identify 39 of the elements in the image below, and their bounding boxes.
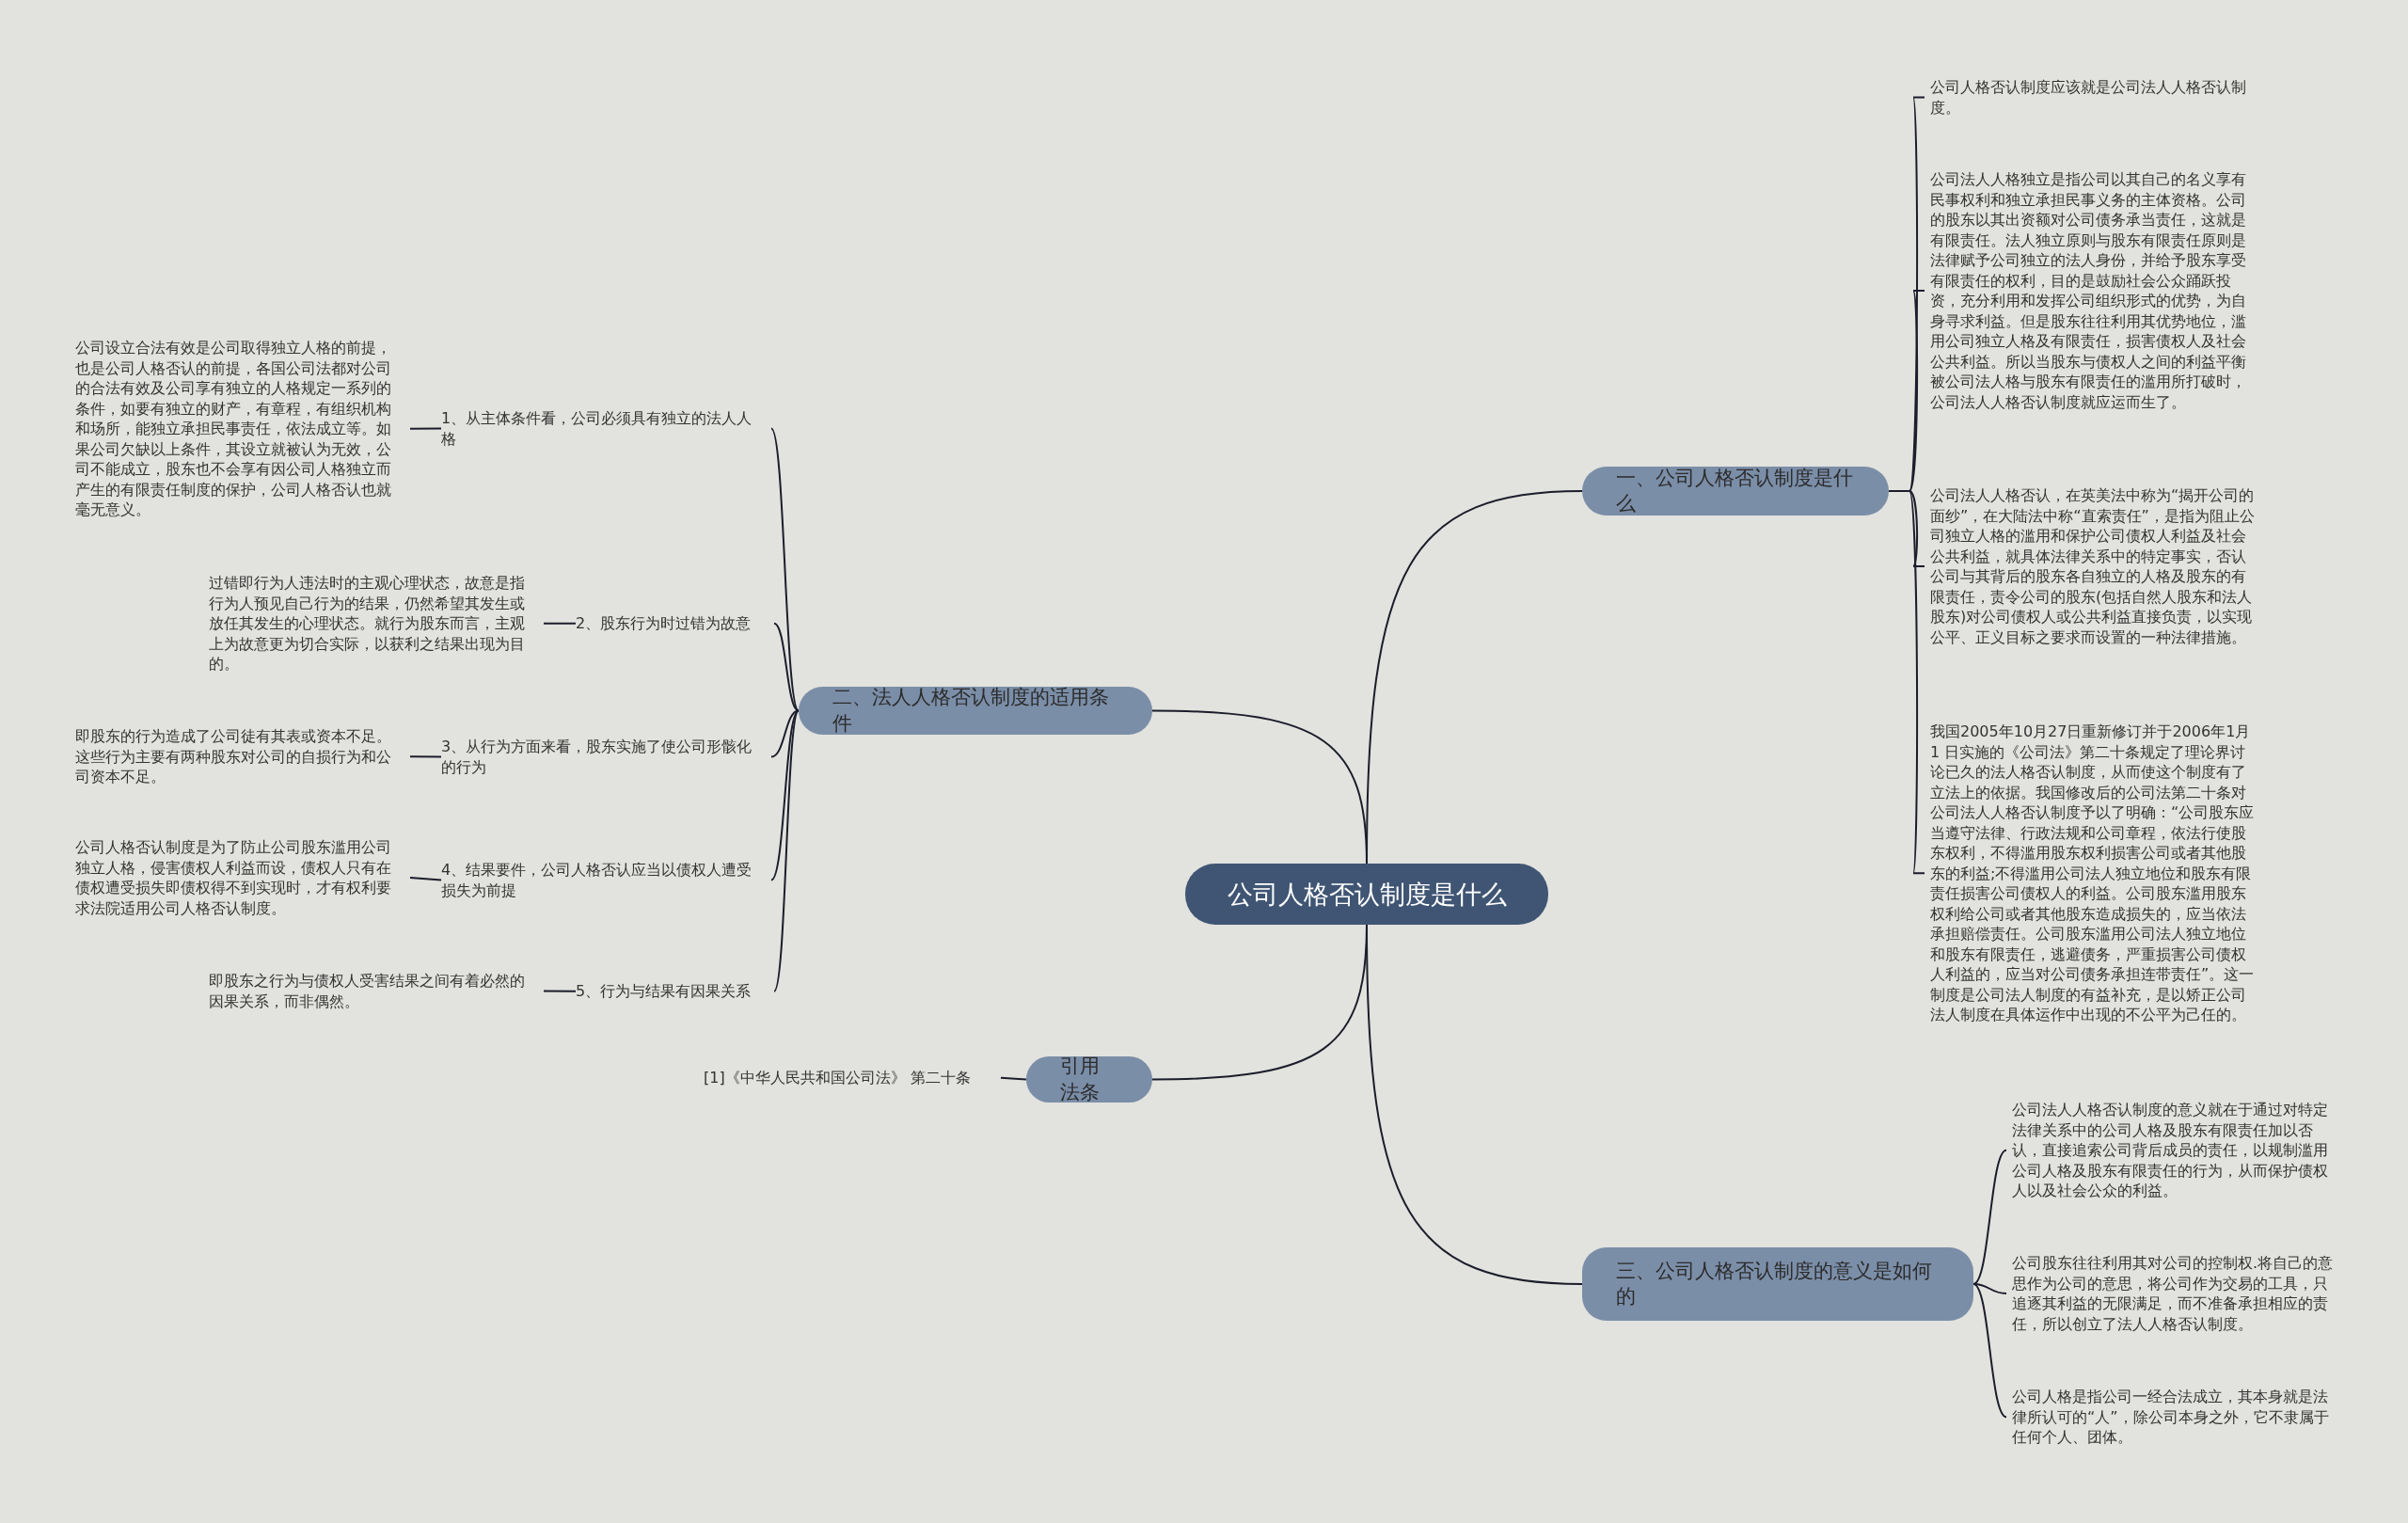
connector-line: [409, 427, 442, 430]
central-topic-pill: 公司人格否认制度是什么: [1185, 864, 1548, 925]
connector-line: [770, 709, 800, 881]
note-text: 公司法人人格否认制度的意义就在于通过对特定法律关系中的公司人格及股东有限责任加以否认，直接追索公司背后成员的责任，以规制滥用公司人格及股东有限责任的行为，从而保护债权人以及社会公众的利益。: [2012, 1100, 2341, 1201]
connector-line: [543, 622, 577, 625]
note-text: 公司人格是指公司一经合法成立，其本身就是法律所认可的“人”，除公司本身之外，它不隶属于任何个人、团体。: [2012, 1387, 2341, 1448]
note-text: 公司人格否认制度是为了防止公司股东滥用公司独立人格，侵害债权人利益而设，债权人只有在债权遭受损失即债权得不到实现时，才有权利要求法院适用公司人格否认制度。: [75, 837, 404, 918]
note-text: 公司法人人格独立是指公司以其自己的名义享有民事权利和独立承担民事义务的主体资格。公司的股东以其出资额对公司债务承当责任，这就是有限责任。法人独立原则与股东有限责任原则是法律赋予公司独立的法人身份，并给予股东享受有限责任的权利，目的是鼓励社会公众踊跃投资，充分利用和发挥公司组织形式的优势，为自身寻求利益。但是股东往往利用其优势地位，滥用公司独立人格及有限责任，损害债权人及社会公共利益。所以当股东与债权人之间的利益平衡被公司法人格与股东有限责任的滥用所打破时，公司法人人格否认制度就应运而生了。: [1930, 169, 2255, 412]
subtopic-text: 2、股东行为时过错为故意: [576, 613, 768, 634]
connector-line: [770, 427, 800, 712]
note-text: 即股东的行为造成了公司徒有其表或资本不足。这些行为主要有两种股东对公司的自损行为和公司资本不足。: [75, 726, 404, 787]
connector-line: [1151, 709, 1368, 865]
note-text: 过错即行为人违法时的主观心理状态，故意是指行为人预见自己行为的结果，仍然希望其发生或放任其发生的心理状态。就行为股东而言，主观上为故意更为切合实际，以获利之结果出现为目的。: [209, 573, 538, 674]
subtopic-text: 1、从主体条件看，公司必须具有独立的法人人格: [441, 408, 766, 449]
note-text: 公司股东往往利用其对公司的控制权.将自己的意思作为公司的意思，将公司作为交易的工具，只追逐其利益的无限满足，而不准备承担相应的责任，所以创立了法人人格否认制度。: [2012, 1253, 2341, 1334]
subtopic-text: 3、从行为方面来看，股东实施了使公司形骸化的行为: [441, 737, 766, 777]
connector-line: [773, 622, 800, 712]
connector-line: [773, 709, 800, 992]
note-text: 公司设立合法有效是公司取得独立人格的前提，也是公司人格否认的前提，各国公司法都对公司的合法有效及公司享有独立的人格规定一系列的条件，如要有独立的财产，有章程，有组织机构和场所，能独立承担民事责任，依法成立等。如果公司欠缺以上条件，其设立就被认为无效，公司不能成立，股东也不会享有因公司人格独立而产生的有限责任制度的保护，公司人格否认也就毫无意义。: [75, 338, 404, 520]
connector-line: [1972, 1149, 2007, 1285]
connector-line: [409, 755, 442, 758]
note-text: 公司法人人格否认，在英美法中称为“揭开公司的面纱”，在大陆法中称“直索责任”，是指为阻止公司独立人格的滥用和保护公司债权人利益及社会公共利益，就具体法律关系中的特定事实，否认公司与其背后的股东各自独立的人格及股东的有限责任，责令公司的股东(包括自然人股东和法人股东)对公司债权人或公共利益直接负责，以实现公平、正义目标之要求而设置的一种法律措施。: [1930, 485, 2255, 647]
connector-line: [1972, 1283, 2007, 1294]
subtopic-text: 4、结果要件，公司人格否认应当以债权人遭受损失为前提: [441, 860, 766, 900]
topic-pill: 引用法条: [1026, 1056, 1152, 1103]
note-text: 我国2005年10月27日重新修订并于2006年1月1 日实施的《公司法》第二十条规定了理论界讨论已久的法人格否认制度，从而使这个制度有了立法上的依据。我国修改后的公司法第二十条对公司法人人格否认制度予以了明确：“公司股东应当遵守法律、行政法规和公司章程，依法行使股东权利，不得滥用股东权利损害公司或者其他股东的利益;不得滥用公司法人独立地位和股东有限责任损害公司债权人的利益。公司股东滥用股东权利给公司或者其他股东造成损失的，应当依法承担赔偿责任。公司股东滥用公司法人独立地位和股东有限责任，逃避债务，严重损害公司债权人利益的，应当对公司债务承担连带责任”。这一制度是公司法人制度的有益补充，是以矫正公司法人制度在具体运作中出现的不公平为己任的。: [1930, 722, 2255, 1025]
connector-line: [1000, 1076, 1027, 1081]
topic-pill: 一、公司人格否认制度是什么: [1582, 467, 1889, 516]
note-text: 即股东之行为与债权人受害结果之间有着必然的因果关系，而非偶然。: [209, 971, 538, 1011]
note-text: 公司人格否认制度应该就是公司法人人格否认制度。: [1930, 77, 2255, 118]
topic-pill: 二、法人人格否认制度的适用条件: [799, 687, 1152, 735]
connector-line: [409, 877, 442, 881]
subtopic-text: [1]《中华人民共和国公司法》 第二十条: [704, 1068, 995, 1088]
connector-line: [1972, 1283, 2007, 1419]
connector-line: [770, 709, 800, 758]
connector-line: [543, 990, 577, 992]
topic-pill: 三、公司人格否认制度的意义是如何的: [1582, 1247, 1973, 1321]
connector-line: [1366, 924, 1583, 1285]
subtopic-text: 5、行为与结果有因果关系: [576, 981, 768, 1002]
